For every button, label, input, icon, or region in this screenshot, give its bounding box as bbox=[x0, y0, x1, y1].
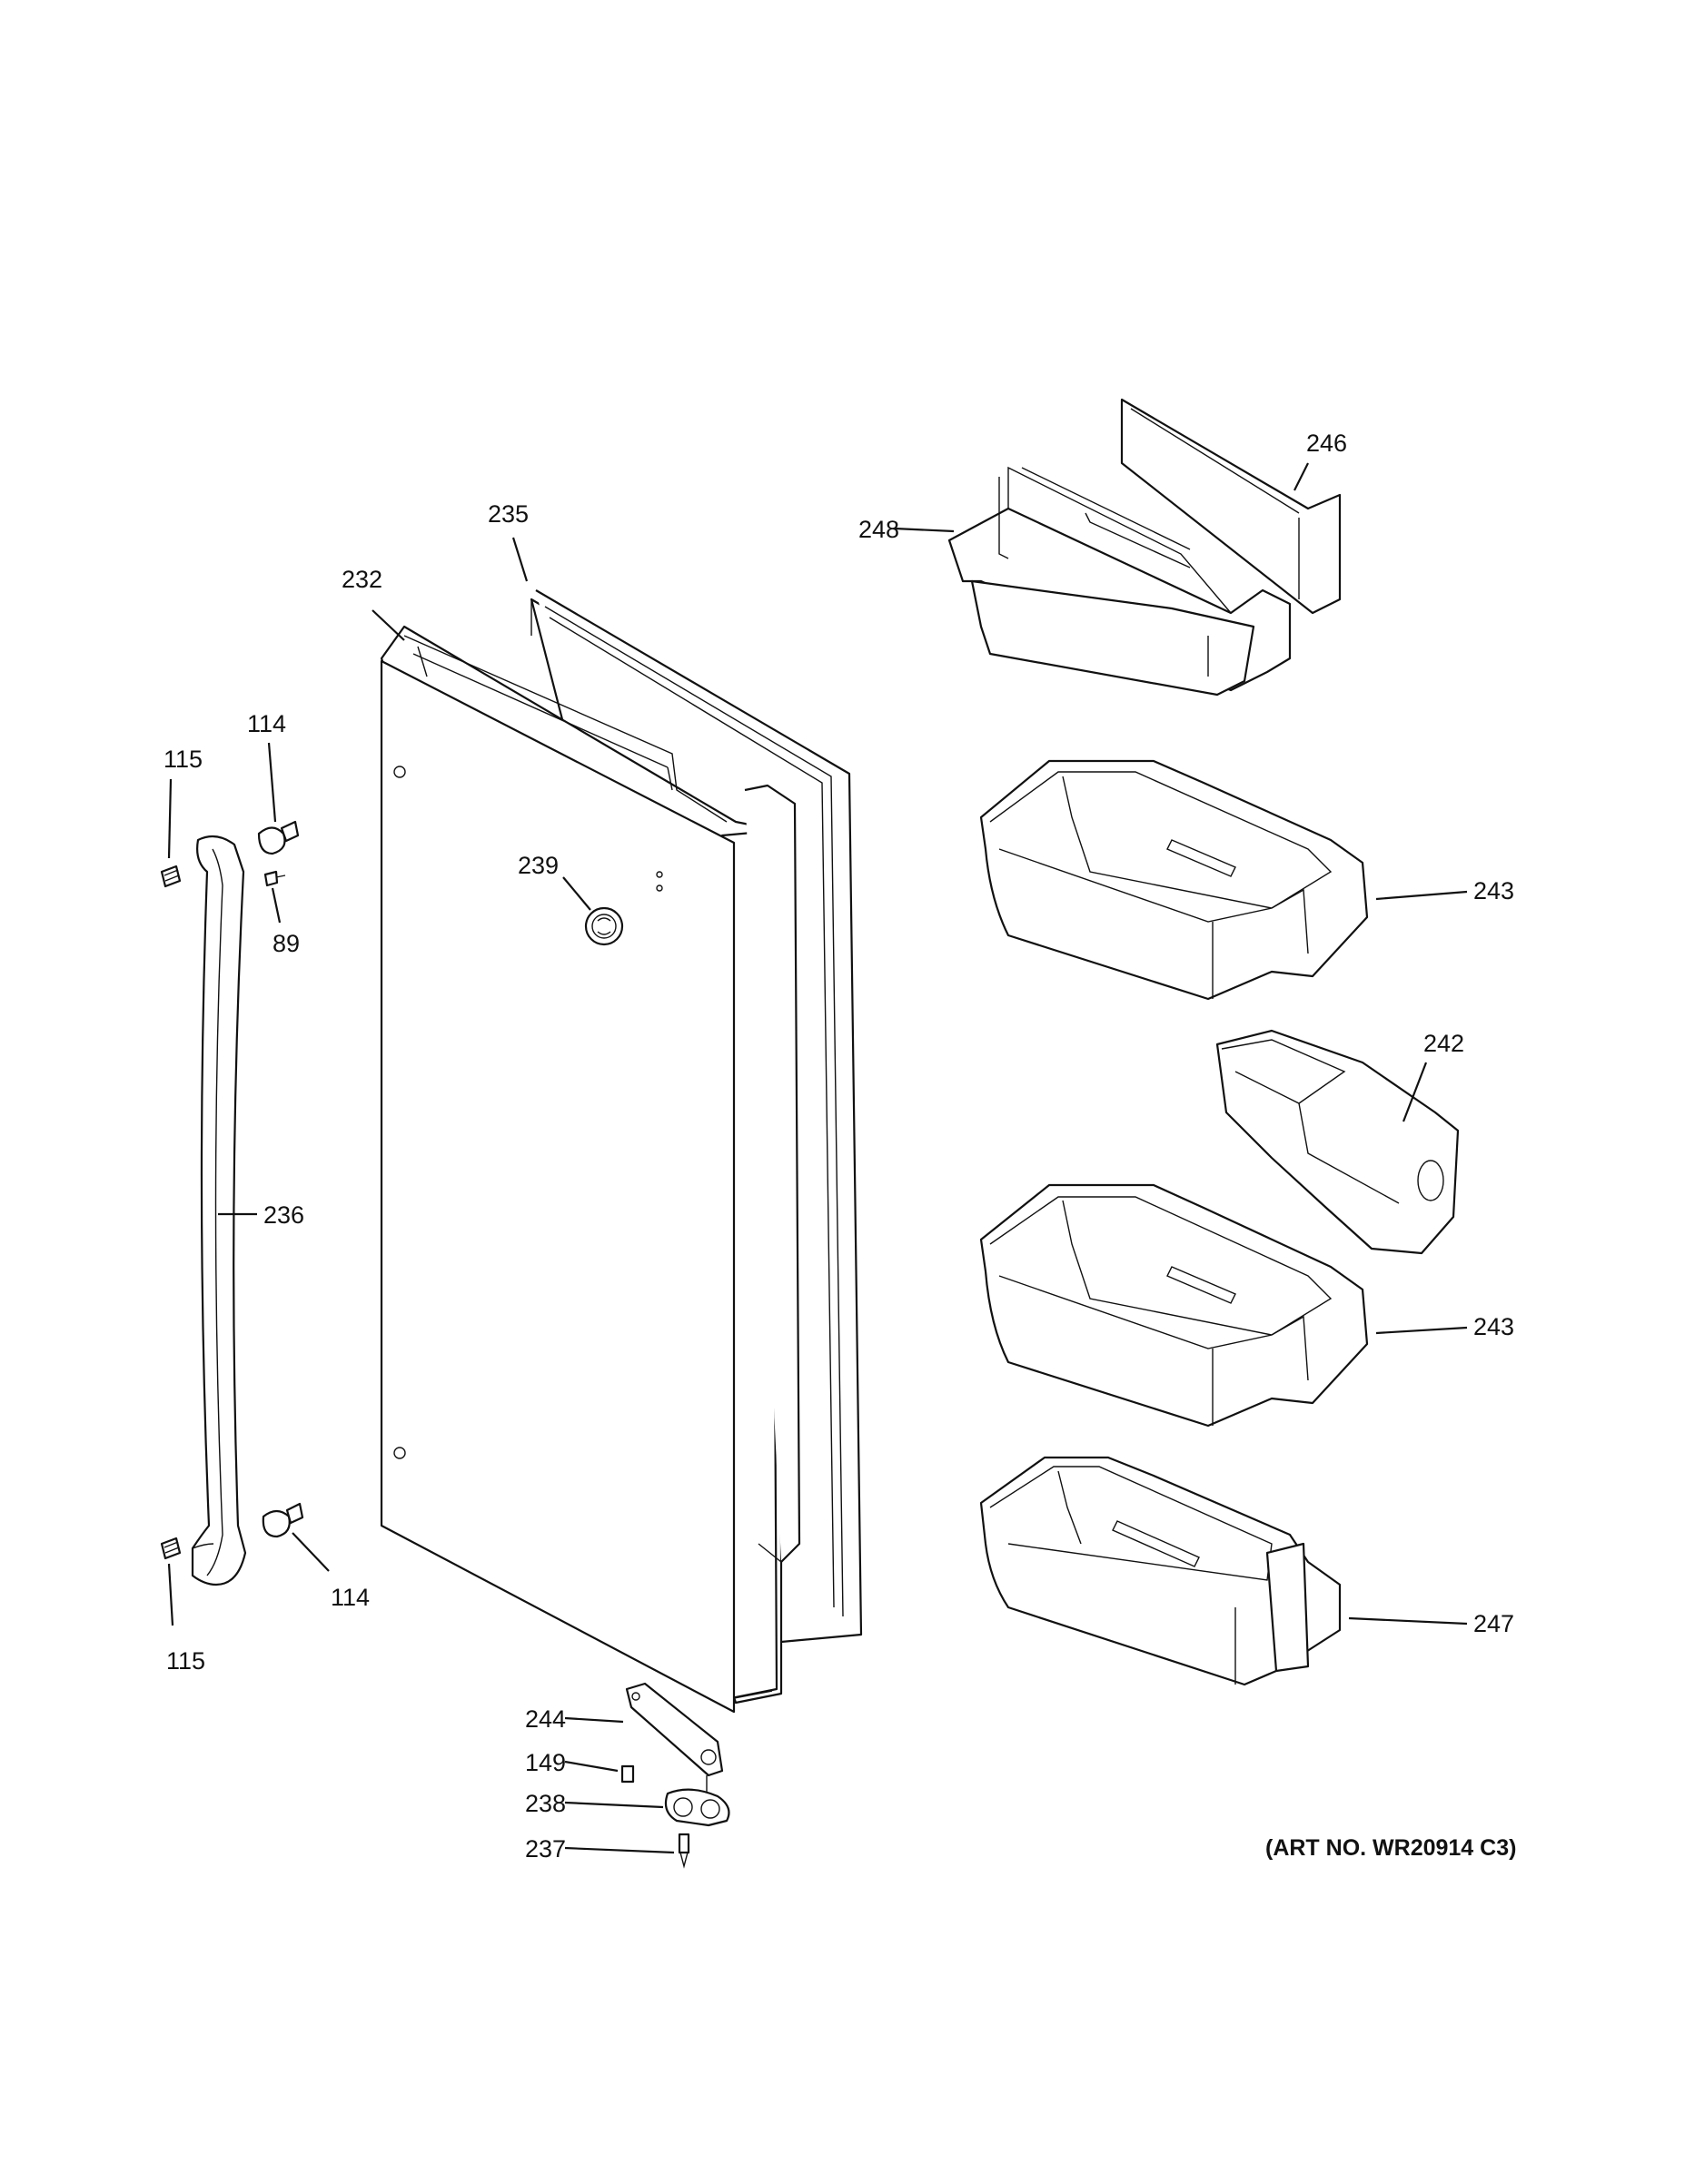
label-247: 247 bbox=[1473, 1610, 1514, 1637]
refrigerator-door bbox=[380, 625, 801, 1714]
label-243-bottom: 243 bbox=[1473, 1313, 1514, 1340]
screw-237 bbox=[678, 1833, 690, 1869]
label-238: 238 bbox=[525, 1790, 566, 1817]
mounting-stud-bottom bbox=[262, 1502, 304, 1538]
ge-logo-icon bbox=[584, 906, 624, 946]
label-149: 149 bbox=[525, 1749, 566, 1776]
label-239: 239 bbox=[518, 852, 559, 879]
leader-lines bbox=[167, 462, 1468, 1854]
label-115-top: 115 bbox=[164, 746, 203, 773]
label-246: 246 bbox=[1306, 430, 1347, 457]
screw-89 bbox=[263, 870, 286, 887]
door-bin-243-top bbox=[979, 759, 1369, 1001]
screw-149 bbox=[620, 1764, 635, 1784]
hinge-bracket-238 bbox=[664, 1788, 730, 1827]
door-bin-247 bbox=[979, 1456, 1342, 1686]
hinge-244 bbox=[625, 1682, 724, 1794]
mounting-stud-top bbox=[257, 820, 300, 855]
label-115-bottom: 115 bbox=[166, 1647, 205, 1675]
set-screw-bottom bbox=[160, 1537, 182, 1560]
label-243-top: 243 bbox=[1473, 877, 1514, 904]
label-244: 244 bbox=[525, 1705, 566, 1733]
label-236: 236 bbox=[263, 1201, 304, 1229]
door-bin-243-bottom bbox=[979, 1183, 1369, 1428]
label-114-top: 114 bbox=[247, 710, 286, 737]
label-114-bottom: 114 bbox=[331, 1584, 370, 1611]
label-89: 89 bbox=[273, 930, 300, 957]
art-number: (ART NO. WR20914 C3) bbox=[1265, 1835, 1516, 1861]
door-handle bbox=[191, 835, 247, 1586]
label-237: 237 bbox=[525, 1835, 566, 1863]
door-bin-248 bbox=[947, 466, 1292, 697]
label-242: 242 bbox=[1423, 1030, 1464, 1057]
label-248: 248 bbox=[858, 516, 899, 543]
label-235: 235 bbox=[488, 500, 529, 528]
door-bin-242 bbox=[1215, 1029, 1460, 1255]
bin-cover-246 bbox=[1120, 398, 1342, 615]
label-232: 232 bbox=[342, 566, 382, 593]
part-labels: 115 114 89 232 235 239 236 114 115 244 1… bbox=[164, 430, 1516, 1863]
set-screw-top bbox=[160, 865, 182, 888]
